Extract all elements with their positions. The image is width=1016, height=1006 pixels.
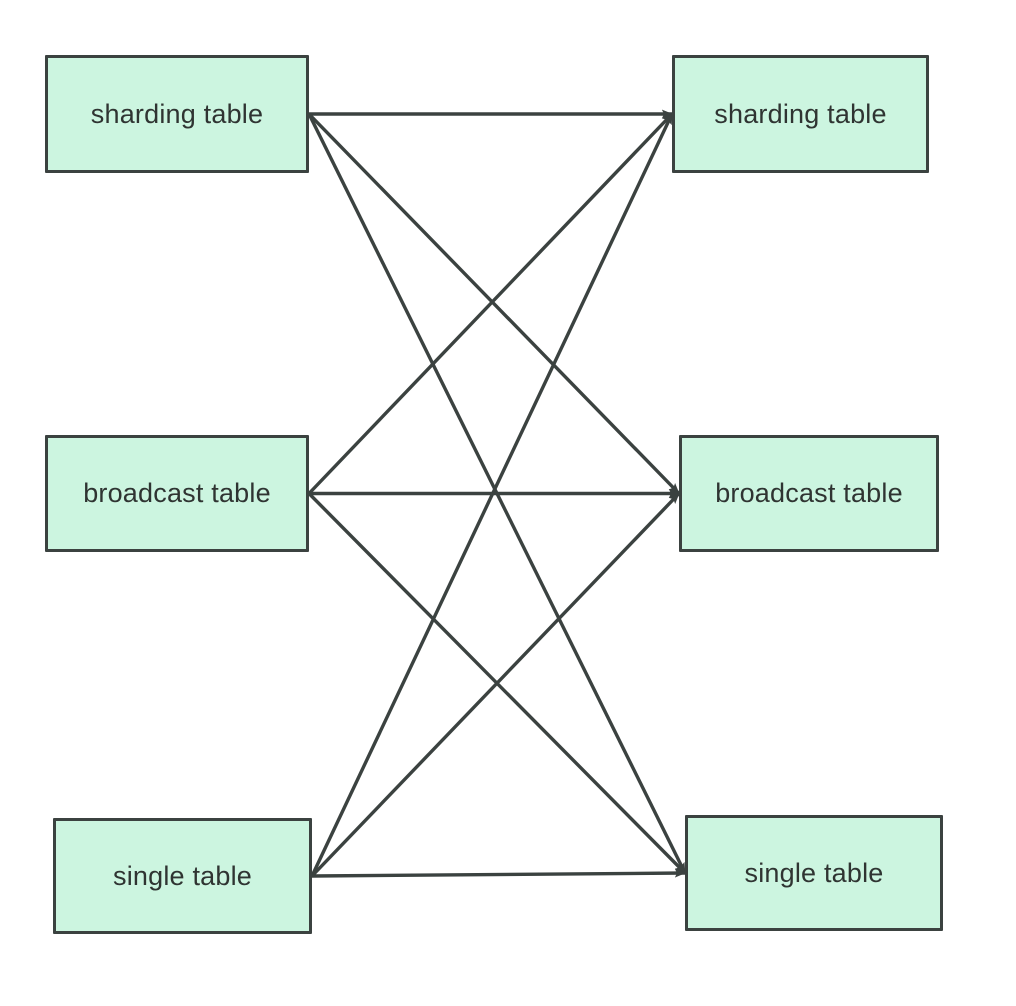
edge-left-single-to-right-sharding	[310, 113, 674, 877]
node-left-sharding-table[interactable]: sharding table	[45, 55, 309, 173]
node-left-single-table[interactable]: single table	[53, 818, 312, 934]
node-right-broadcast-table[interactable]: broadcast table	[679, 435, 939, 552]
node-right-single-table[interactable]: single table	[685, 815, 943, 931]
node-label: broadcast table	[83, 478, 271, 508]
edge-paths	[307, 109, 687, 878]
node-left-broadcast-table[interactable]: broadcast table	[45, 435, 309, 552]
node-label: single table	[744, 857, 884, 888]
edge-left-broadcast-to-right-single	[307, 492, 687, 875]
edge-left-broadcast-to-right-sharding	[307, 112, 674, 495]
node-right-sharding-table[interactable]: sharding table	[672, 55, 929, 173]
edge-left-single-to-right-broadcast	[310, 492, 681, 878]
node-label: single table	[113, 860, 252, 891]
edge-left-sharding-to-right-single	[307, 113, 687, 874]
node-label: sharding table	[90, 98, 264, 129]
edge-left-sharding-to-right-broadcast	[307, 112, 681, 495]
edge-left-single-to-right-single	[311, 868, 686, 878]
node-label: sharding table	[714, 98, 887, 129]
node-label: broadcast table	[715, 478, 903, 508]
